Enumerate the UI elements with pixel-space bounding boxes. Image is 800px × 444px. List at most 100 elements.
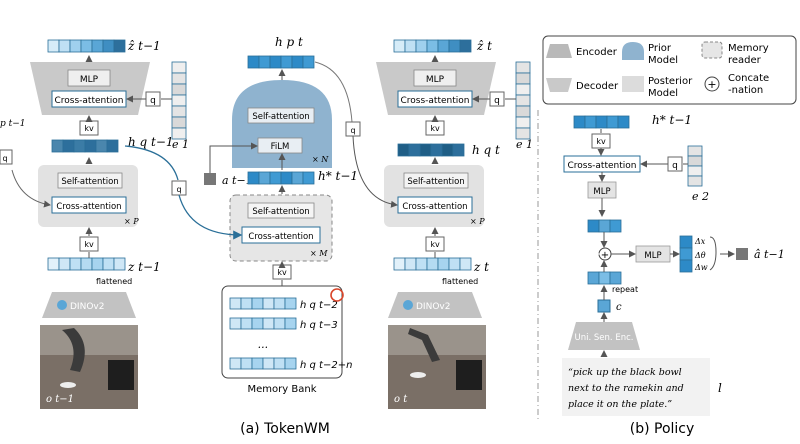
left-output-label: ẑ t−1 <box>127 39 161 53</box>
right-out-token-4 <box>437 39 450 53</box>
right-output-label: ẑ t <box>476 39 492 53</box>
right-dino-icon <box>403 300 413 310</box>
memory-row-label-3: h q t−2+n <box>300 360 352 371</box>
policy-instruction-line3: place it on the plate.” <box>568 399 672 410</box>
left-z-token-3 <box>80 257 93 271</box>
left-e-token-b-1 <box>171 83 187 96</box>
legend-encoder-swatch <box>546 44 572 58</box>
legend-posterior-label-2: Model <box>648 88 678 99</box>
pol-e-token-1 <box>687 155 703 167</box>
left-xattn-label: Cross-attention <box>55 96 124 106</box>
right-e-token-5 <box>515 116 531 129</box>
left-robot-arm <box>62 328 85 372</box>
left-xattn2-box <box>51 196 127 214</box>
right-h-token-5 <box>452 143 465 157</box>
left-out-token-4 <box>91 39 104 53</box>
policy-l-label: l <box>718 381 722 395</box>
middle-film-label: FiLM <box>271 142 290 152</box>
middle-hstar-tokens <box>247 171 315 185</box>
left-encoder-shape <box>42 292 136 318</box>
legend-memory-label-2: reader <box>728 55 762 66</box>
legend-prior-swatch <box>622 42 644 60</box>
left-h-token-4 <box>95 139 108 153</box>
right-h-tokens <box>397 143 465 157</box>
right-z-token-0 <box>393 257 406 271</box>
left-edge-q-label: q <box>2 154 7 163</box>
left-self-attn-label: Self-attention <box>61 177 118 187</box>
right-out-token-6 <box>459 39 472 53</box>
legend-decoder-swatch <box>546 78 572 92</box>
policy-e2-label: e 2 <box>692 190 709 203</box>
pol-h-token-1 <box>584 115 597 129</box>
left-mlp-box <box>67 69 111 87</box>
right-z-token-2 <box>415 257 428 271</box>
right-self-attn-label: Self-attention <box>407 177 464 187</box>
left-e-token-b-2 <box>171 94 187 107</box>
legend-memory-label-1: Memory <box>728 43 769 54</box>
policy-action-hat-label: â t−1 <box>754 248 785 261</box>
policy-dx: Δx <box>694 237 706 246</box>
memory-row-3-token-0 <box>229 357 242 370</box>
middle-self-attn-label: Self-attention <box>252 112 309 122</box>
right-z-token-1 <box>404 257 417 271</box>
middle-action-token <box>204 173 216 185</box>
middle-hp-label: h p t <box>275 35 303 49</box>
memory-row-label-1: h q t−3 <box>300 320 338 331</box>
memory-row-3-token-1 <box>240 357 253 370</box>
left-out-token-0 <box>47 39 60 53</box>
memory-row-3-token-4 <box>273 357 286 370</box>
mid-hp-token-1 <box>258 55 271 69</box>
pol-rep-token-0 <box>587 271 600 285</box>
policy-mlp2-label: MLP <box>644 251 661 261</box>
policy-h-label: h* t−1 <box>652 113 692 127</box>
pol-e-token-0 <box>687 145 703 157</box>
left-kv2-box <box>79 236 99 252</box>
left-h-token-3 <box>84 139 97 153</box>
right-h-token-4 <box>441 143 454 157</box>
left-block: ẑ t−1 MLP Cross-attention q e 1 kv h q t… <box>0 39 189 409</box>
caption-left: (a) TokenWM <box>240 421 330 437</box>
right-kv2-label: kv <box>430 240 440 249</box>
right-e1-label: e 1 <box>516 138 533 151</box>
pol-mid-token-0 <box>587 219 600 233</box>
mid-hp-token-0 <box>247 55 260 69</box>
right-image-label: o t <box>394 394 408 405</box>
middle-times-n: × N <box>312 155 329 164</box>
left-encoder-label: DINOv2 <box>70 302 104 312</box>
memory-row-0-token-1 <box>240 297 253 310</box>
legend: Encoder Decoder Prior Model Posterior Mo… <box>542 35 797 105</box>
policy-concat-plus: + <box>601 250 609 261</box>
policy-brace <box>709 236 717 271</box>
right-z-label: z t <box>473 260 489 274</box>
mid-hstar-token-5 <box>302 171 315 185</box>
memory-row-label-0: h q t−2 <box>300 300 338 311</box>
left-e-token-b-5 <box>171 127 187 140</box>
left-out-token-3 <box>80 39 93 53</box>
policy-mid-tokens <box>587 219 622 233</box>
middle-record-icon <box>330 288 344 302</box>
left-image-label: o t−1 <box>46 394 74 405</box>
memory-row-3-token-3 <box>262 357 275 370</box>
left-q-label: q <box>150 96 156 106</box>
right-e1-tokens <box>515 61 531 140</box>
left-z-token-5 <box>102 257 115 271</box>
right-z-token-6 <box>459 257 472 271</box>
mid-hstar-token-2 <box>269 171 282 185</box>
left-edge-arrow <box>11 169 51 208</box>
middle-q-link-bottom <box>178 194 243 240</box>
mid-hp-token-5 <box>302 55 315 69</box>
left-h-token-1 <box>62 139 75 153</box>
right-out-token-2 <box>415 39 428 53</box>
middle-hp-tokens <box>247 55 315 69</box>
memory-row-1-token-0 <box>229 317 242 330</box>
left-kv2-label: kv <box>84 240 94 249</box>
right-mlp-box <box>413 69 457 87</box>
legend-prior-label-2: Model <box>648 55 678 66</box>
right-encoder-label: DINOv2 <box>416 302 450 312</box>
policy-action-hat-token <box>736 248 748 260</box>
pol-rep-token-1 <box>598 271 611 285</box>
left-h-token-2 <box>73 139 86 153</box>
right-side-q-label: q <box>350 126 355 135</box>
right-e-token-0 <box>515 61 531 74</box>
right-h-token-3 <box>430 143 443 157</box>
